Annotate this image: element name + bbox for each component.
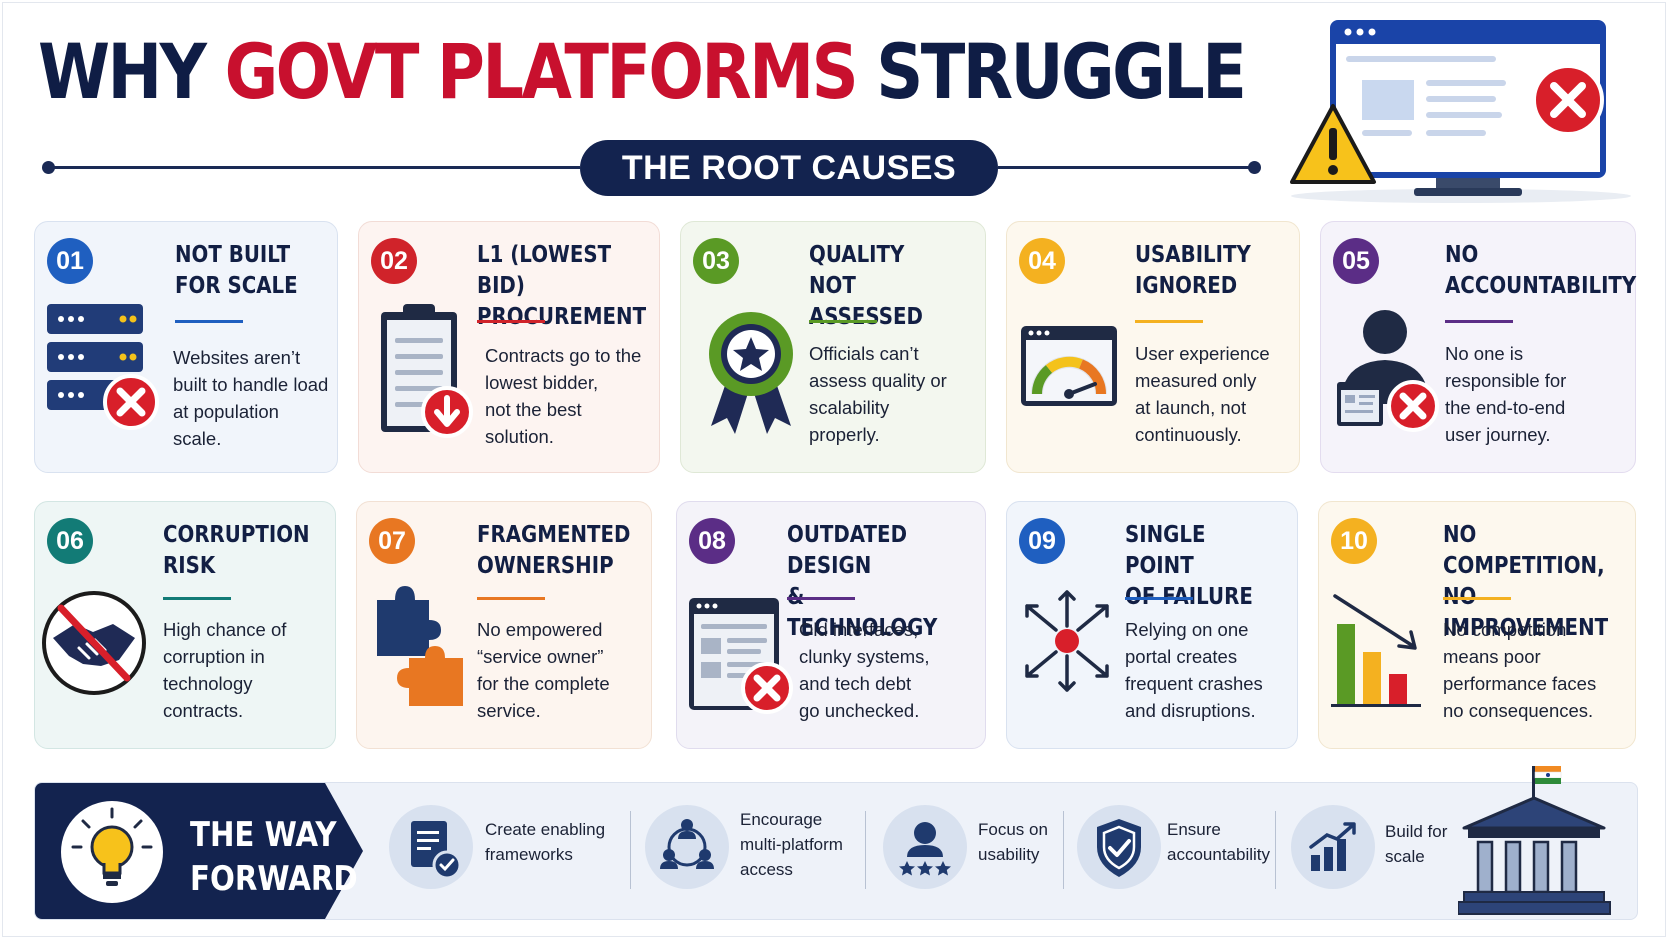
cause-number: 03 bbox=[693, 238, 739, 284]
document-check-icon bbox=[411, 821, 462, 880]
cause-title: SINGLE POINT OF FAILURE bbox=[1125, 522, 1253, 610]
cause-title: NO ACCOUNTABILITY bbox=[1445, 242, 1637, 299]
title-underline bbox=[477, 320, 545, 323]
right-rule bbox=[998, 166, 1250, 169]
cause-title: USABILITY IGNORED bbox=[1135, 242, 1251, 299]
way-forward-panel: THE WAY FORWARD Create enabling framewor… bbox=[34, 782, 1638, 920]
cause-number: 04 bbox=[1019, 238, 1065, 284]
forward-item-2-label: Encourage multi-platform access bbox=[740, 810, 843, 879]
lightbulb-icon bbox=[71, 807, 153, 886]
speedometer-window-icon bbox=[1021, 326, 1117, 406]
cause-description: Contracts go to the lowest bidder, not t… bbox=[485, 345, 642, 447]
left-rule bbox=[48, 166, 580, 169]
way-forward-title: THE WAY FORWARD bbox=[190, 815, 358, 899]
cause-title: L1 (LOWEST BID) PROCUREMENT bbox=[477, 242, 647, 330]
puzzle-pieces-icon bbox=[377, 586, 463, 706]
cause-card-07: 07 FRAGMENTED OWNERSHIP No empowered “se… bbox=[356, 501, 652, 749]
cause-description: No competition means poor performance fa… bbox=[1443, 619, 1597, 721]
left-rule-dot bbox=[42, 161, 55, 174]
title-part-2: GOVT PLATFORMS bbox=[224, 27, 859, 116]
cause-number: 05 bbox=[1333, 238, 1379, 284]
cause-description: Websites aren’t built to handle load at … bbox=[173, 347, 329, 449]
cause-title: QUALITY NOT ASSESSED bbox=[809, 242, 923, 330]
shield-check-icon bbox=[1097, 819, 1141, 877]
cause-title: NOT BUILT FOR SCALE bbox=[175, 242, 298, 299]
cause-card-04: 04 USABILITY IGNORED User experience mea… bbox=[1006, 221, 1300, 473]
forward-item-1-circle bbox=[389, 805, 473, 889]
government-building-icon bbox=[1458, 766, 1611, 915]
cause-description: Old interfaces, clunky systems, and tech… bbox=[799, 619, 930, 721]
forward-item-5-circle bbox=[1291, 805, 1375, 889]
cause-card-02: 02 L1 (LOWEST BID) PROCUREMENT Contracts… bbox=[358, 221, 660, 473]
clipboard-down-arrow-icon bbox=[381, 304, 473, 438]
cause-card-01: 01 NOT BUILT FOR SCALE Websites aren’t b… bbox=[34, 221, 338, 473]
award-badge-icon bbox=[709, 312, 793, 434]
cause-card-05: 05 NO ACCOUNTABILITY No one is responsib… bbox=[1320, 221, 1636, 473]
title-underline bbox=[477, 597, 545, 600]
cause-description: High chance of corruption in technology … bbox=[163, 619, 287, 721]
single-point-arrows-icon bbox=[1025, 590, 1109, 692]
separator bbox=[1275, 811, 1276, 889]
forward-item-4-circle bbox=[1077, 805, 1161, 889]
forward-item-4-label: Ensure accountability bbox=[1167, 820, 1271, 864]
forward-item-5-label: Build for scale bbox=[1385, 822, 1448, 866]
cause-number: 06 bbox=[47, 518, 93, 564]
separator bbox=[630, 811, 631, 889]
failing-monitor-icon bbox=[1290, 20, 1631, 203]
cause-number: 01 bbox=[47, 238, 93, 284]
declining-bar-chart-icon bbox=[1331, 594, 1421, 707]
person-error-icon bbox=[1337, 310, 1439, 432]
cause-number: 09 bbox=[1019, 518, 1065, 564]
outdated-window-error-icon bbox=[689, 598, 793, 714]
cause-title: OUTDATED DESIGN & TECHNOLOGY bbox=[787, 522, 938, 641]
cause-description: No empowered “service owner” for the com… bbox=[477, 619, 610, 721]
server-rack-error-icon bbox=[47, 304, 159, 430]
title-part-1: WHY bbox=[38, 27, 225, 116]
cause-card-08: 08 OUTDATED DESIGN & TECHNOLOGY Old inte… bbox=[676, 501, 986, 749]
no-handshake-icon bbox=[42, 591, 146, 695]
right-rule-dot bbox=[1248, 161, 1261, 174]
cause-description: Officials can’t assess quality or scalab… bbox=[809, 343, 947, 445]
forward-item-3-circle bbox=[883, 805, 967, 889]
forward-item-2-circle bbox=[645, 805, 729, 889]
title-underline bbox=[163, 597, 231, 600]
cause-number: 02 bbox=[371, 238, 417, 284]
cause-description: User experience measured only at launch,… bbox=[1135, 343, 1270, 445]
cause-card-06: 06 CORRUPTION RISK High chance of corrup… bbox=[34, 501, 336, 749]
cause-card-03: 03 QUALITY NOT ASSESSED Officials can’t … bbox=[680, 221, 986, 473]
cause-card-09: 09 SINGLE POINT OF FAILURE Relying on on… bbox=[1006, 501, 1298, 749]
separator bbox=[1063, 811, 1064, 889]
cause-title: FRAGMENTED OWNERSHIP bbox=[477, 522, 631, 579]
forward-item-1-label: Create enabling frameworks bbox=[485, 820, 606, 864]
separator bbox=[865, 811, 866, 889]
growth-chart-icon bbox=[1309, 822, 1356, 871]
title-underline bbox=[787, 597, 855, 600]
cause-number: 07 bbox=[369, 518, 415, 564]
cause-card-10: 10 NO COMPETITION, NO IMPROVEMENT No com… bbox=[1318, 501, 1636, 749]
title-part-3: STRUGGLE bbox=[856, 27, 1247, 116]
cause-title: CORRUPTION RISK bbox=[163, 522, 310, 579]
title-underline bbox=[1445, 320, 1513, 323]
title-underline bbox=[1125, 597, 1193, 600]
title-underline bbox=[1443, 597, 1511, 600]
title-underline bbox=[809, 320, 877, 323]
forward-item-3-label: Focus on usability bbox=[978, 820, 1048, 864]
section-subtitle: THE ROOT CAUSES bbox=[580, 140, 998, 196]
cause-description: Relying on one portal creates frequent c… bbox=[1125, 619, 1263, 721]
cause-number: 10 bbox=[1331, 518, 1377, 564]
cause-title: NO COMPETITION, NO IMPROVEMENT bbox=[1443, 522, 1609, 641]
bulb-circle bbox=[61, 801, 163, 903]
user-rating-icon bbox=[899, 822, 951, 876]
cause-description: No one is responsible for the end-to-end… bbox=[1445, 343, 1567, 445]
title-underline bbox=[175, 320, 243, 323]
page-title: WHY GOVT PLATFORMS STRUGGLE bbox=[38, 22, 1247, 122]
title-underline bbox=[1135, 320, 1203, 323]
network-users-icon bbox=[660, 819, 714, 869]
cause-number: 08 bbox=[689, 518, 735, 564]
